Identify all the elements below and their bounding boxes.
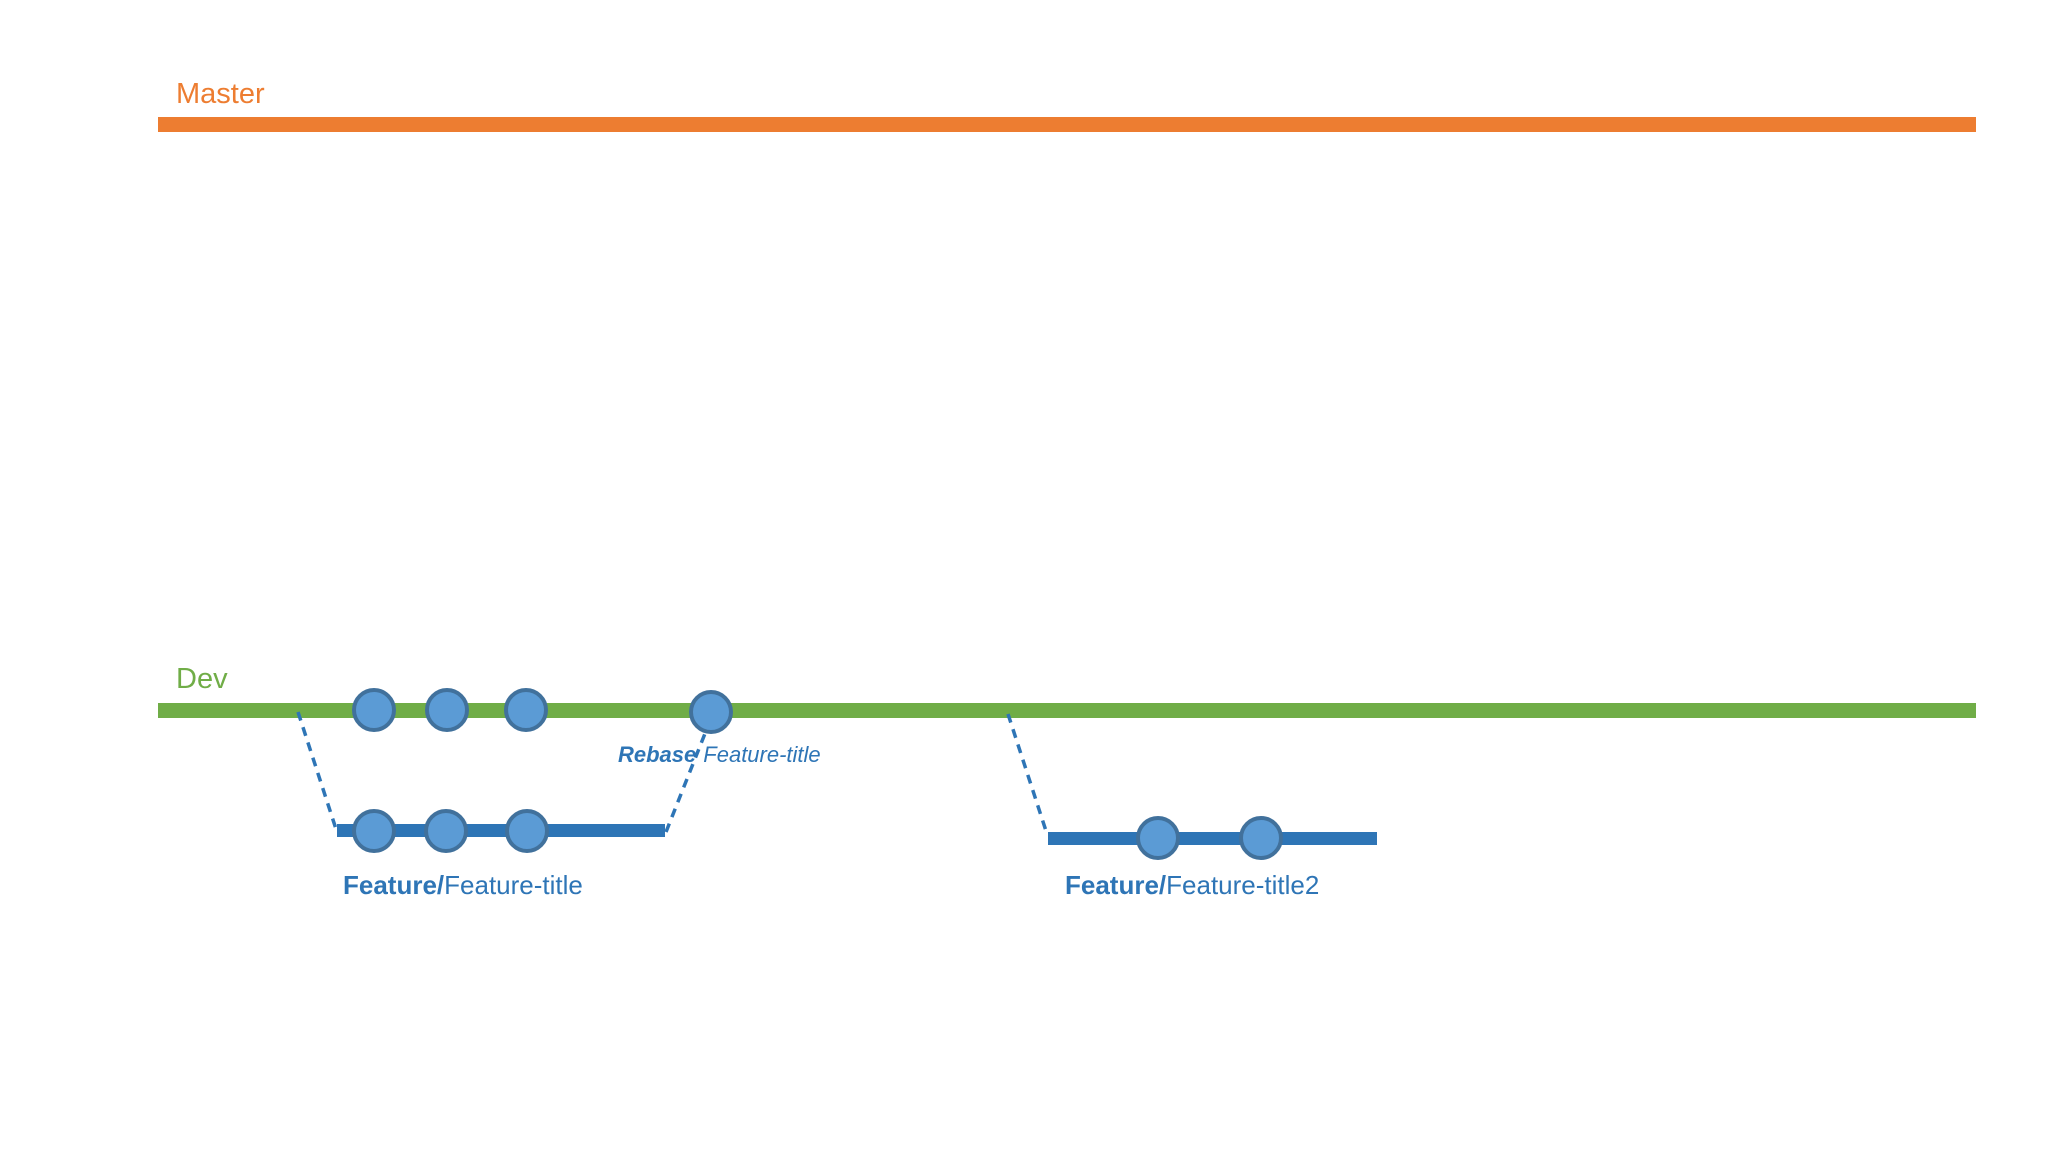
master-branch-label: Master: [176, 78, 265, 110]
feature-1-label-prefix: Feature/: [343, 870, 445, 900]
feature-1-branch-line: [337, 824, 665, 837]
connector-branch-off-feature-1: [296, 711, 338, 830]
connector-branch-off-feature-2: [1006, 713, 1049, 835]
master-branch-line: [158, 117, 1976, 132]
rebase-annotation-target: Feature-title: [703, 742, 821, 767]
dev-branch-label: Dev: [176, 663, 228, 695]
feature-1-branch-label: Feature/Feature-title: [343, 870, 583, 901]
feature-1-label-title: Feature-title: [444, 870, 583, 900]
feature-2-label-title: Feature-title2: [1166, 870, 1320, 900]
feature-2-branch-label: Feature/Feature-title2: [1065, 870, 1320, 901]
feature-2-branch-line: [1048, 832, 1377, 845]
dev-branch-line: [158, 703, 1976, 718]
rebase-annotation-keyword: Rebase: [618, 742, 697, 767]
feature-2-label-prefix: Feature/: [1065, 870, 1167, 900]
